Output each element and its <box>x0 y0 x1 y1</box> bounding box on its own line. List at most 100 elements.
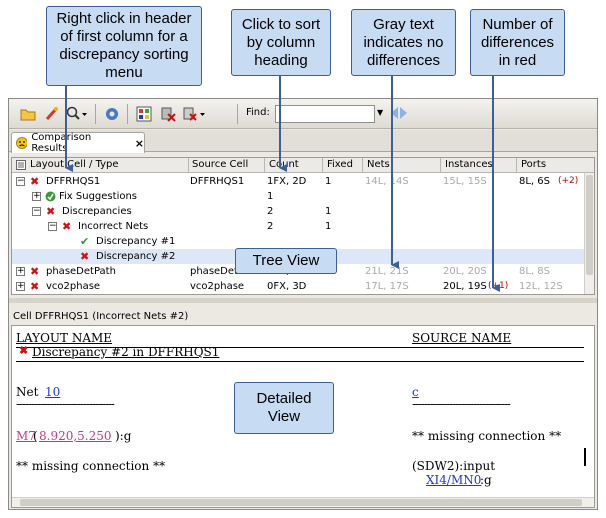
zoom-dropdown-icon[interactable] <box>65 105 89 123</box>
tree-row-label: DFFRHQS1 <box>46 176 101 187</box>
highlight-grid-icon[interactable] <box>135 105 153 123</box>
column-header-instances[interactable]: Instances <box>445 159 493 170</box>
source-net-link[interactable]: c <box>412 385 419 399</box>
expand-toggle-icon[interactable]: + <box>16 281 25 291</box>
source-cell: phaseDetPath <box>190 266 260 277</box>
expand-toggle-icon[interactable]: + <box>16 266 25 276</box>
close-tab-icon[interactable]: × <box>134 136 144 150</box>
ports-cell: 8L, 6S <box>519 176 551 187</box>
callout-tree-view: Tree View <box>235 248 337 274</box>
count-cell: 2 <box>267 221 274 232</box>
instances-difference-count: (+1) <box>488 281 509 291</box>
column-header-layout-cell[interactable]: Layout Cell / Type <box>30 159 119 170</box>
column-header-source-cell[interactable]: Source Cell <box>192 159 249 170</box>
warning-face-icon <box>16 137 28 149</box>
count-cell: 1 <box>267 191 274 202</box>
error-x-icon: ✖ <box>30 175 40 188</box>
source-cell: DFFRHQS1 <box>190 176 245 187</box>
tree-row-dffrhqs1[interactable]: − ✖ DFFRHQS1 DFFRHQS1 1FX, 2D 1 14L, 14S… <box>12 174 584 189</box>
instance-link-xi4[interactable]: XI4/MN0 <box>426 473 482 487</box>
tab-comparison-results[interactable]: Comparison Results × <box>11 132 145 154</box>
error-x-icon: ✖ <box>46 205 56 218</box>
count-cell: 1FX, 2D <box>267 176 307 187</box>
pane-splitter[interactable] <box>9 298 597 303</box>
column-divider[interactable] <box>362 158 363 173</box>
text-caret <box>584 448 586 466</box>
column-divider[interactable] <box>516 158 517 173</box>
collapse-toggle-icon[interactable]: − <box>16 176 25 186</box>
heading-rule <box>16 361 584 362</box>
coordinate-link[interactable]: 8.920,5.250 <box>39 429 112 443</box>
fix-suggestion-icon <box>45 191 56 202</box>
nets-cell: 17L, 17S <box>365 281 409 292</box>
instances-cell: 20L, 19S <box>443 281 487 292</box>
probe-icon[interactable] <box>43 105 61 123</box>
find-input[interactable] <box>275 105 375 123</box>
column-header-fixed[interactable]: Fixed <box>327 159 353 170</box>
xi4-pin-suffix: :g <box>480 473 492 487</box>
fixed-cell: 1 <box>325 176 332 187</box>
column-header-count[interactable]: Count <box>269 159 299 170</box>
source-pin-sdw2: (SDW2):input <box>412 459 496 473</box>
column-divider[interactable] <box>322 158 323 173</box>
error-x-icon: ✖ <box>30 280 40 293</box>
instances-cell: 20L, 20S <box>443 266 487 277</box>
find-previous-icon[interactable] <box>389 106 399 120</box>
toolbar: Find: ▼ <box>9 99 597 129</box>
scrollbar-thumb[interactable] <box>20 499 582 506</box>
source-separator-dashes: -------------------------------- <box>412 397 511 411</box>
column-header-ports[interactable]: Ports <box>521 159 547 170</box>
tree-row-incorrect-nets[interactable]: − ✖ Incorrect Nets 2 1 <box>12 219 584 234</box>
column-divider[interactable] <box>264 158 265 173</box>
net-link[interactable]: 10 <box>45 385 61 399</box>
count-cell: 0FX, 3D <box>267 281 307 292</box>
tree-row-discrepancies[interactable]: − ✖ Discrepancies 2 1 <box>12 204 584 219</box>
tree-row-label: vco2phase <box>46 281 101 292</box>
collapse-toggle-icon[interactable]: − <box>32 206 41 216</box>
fixed-cell: 1 <box>325 206 332 217</box>
source-cell: vco2phase <box>190 281 245 292</box>
find-history-dropdown-icon[interactable]: ▼ <box>377 108 384 117</box>
header-rule <box>16 347 584 348</box>
layout-name-header: LAYOUT NAME <box>16 331 113 345</box>
remove-dropdown-icon[interactable] <box>181 105 207 123</box>
column-menu-icon[interactable] <box>16 160 26 170</box>
column-divider[interactable] <box>440 158 441 173</box>
clear-highlight-icon[interactable] <box>159 105 177 123</box>
column-header-nets[interactable]: Nets <box>367 159 390 170</box>
error-x-icon: ✖ <box>19 344 29 357</box>
toolbar-separator <box>95 104 96 124</box>
fixed-cell: 1 <box>325 221 332 232</box>
callout-red-numbers: Number of differences in red <box>470 9 565 76</box>
tree-row-label: Incorrect Nets <box>78 221 149 232</box>
toolbar-separator <box>237 104 238 124</box>
collapse-toggle-icon[interactable]: − <box>48 221 57 231</box>
column-divider[interactable] <box>188 158 189 173</box>
tree-row-label: Discrepancy #2 <box>96 251 176 262</box>
find-next-icon[interactable] <box>399 106 409 120</box>
tree-header: Layout Cell / Type Source Cell Count Fix… <box>12 158 594 173</box>
nets-cell: 14L, 14S <box>365 176 409 187</box>
pin-suffix: ):g <box>115 429 132 443</box>
ports-difference-count: (+2) <box>558 176 579 186</box>
detail-horizontal-scrollbar[interactable] <box>12 497 594 507</box>
count-cell: 2 <box>267 206 274 217</box>
tree-vertical-scrollbar[interactable] <box>584 173 594 294</box>
tree-row-label: Discrepancies <box>62 206 132 217</box>
open-folder-icon[interactable] <box>19 105 37 123</box>
net-label: Net <box>16 385 43 399</box>
callout-detailed-view: Detailed View <box>234 382 334 434</box>
detail-view: LAYOUT NAME SOURCE NAME ✖ Discrepancy #2… <box>11 325 595 508</box>
tree-row-fix-suggestions[interactable]: + Fix Suggestions 1 <box>12 189 584 204</box>
find-label: Find: <box>246 107 270 118</box>
tree-row-discrepancy-1[interactable]: ✔ Discrepancy #1 <box>12 234 584 249</box>
missing-connection-layout: ** missing connection ** <box>16 459 166 473</box>
scrollbar-thumb[interactable] <box>586 175 593 275</box>
tree-row-vco2phase[interactable]: + ✖ vco2phase vco2phase 0FX, 3D 17L, 17S… <box>12 279 584 294</box>
instance-link-m7[interactable]: M7 <box>16 429 36 443</box>
detail-pane-title: Cell DFFRHQS1 (Incorrect Nets #2) <box>13 311 189 322</box>
callout-right-click-header: Right click in header of first column fo… <box>46 6 202 86</box>
settings-gear-icon[interactable] <box>103 105 121 123</box>
expand-toggle-icon[interactable]: + <box>32 191 41 201</box>
missing-connection-source: ** missing connection ** <box>412 429 562 443</box>
